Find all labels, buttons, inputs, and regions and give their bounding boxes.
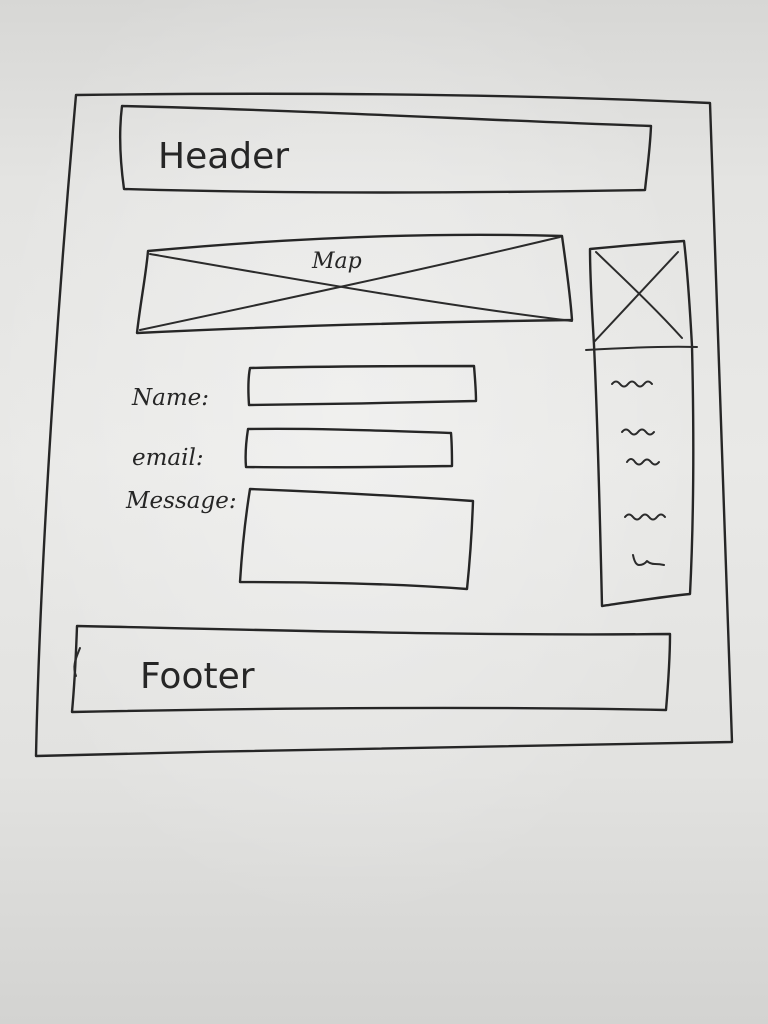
name-label: Name: xyxy=(131,385,209,411)
header-label: Header xyxy=(158,136,289,177)
message-label: Message: xyxy=(125,488,237,514)
header-box: Header xyxy=(119,104,653,194)
message-field[interactable] xyxy=(238,487,475,591)
email-label: email: xyxy=(132,445,204,471)
sidebar xyxy=(585,239,698,608)
footer-box: Footer xyxy=(70,624,672,714)
sidebar-text-lines xyxy=(611,380,666,566)
map-placeholder: Map xyxy=(135,233,574,335)
footer-label: Footer xyxy=(140,656,255,697)
contact-form: Name: email: Message: xyxy=(125,364,478,591)
page-frame xyxy=(34,92,734,758)
email-field[interactable] xyxy=(244,427,454,469)
map-label: Map xyxy=(311,249,362,274)
name-field[interactable] xyxy=(247,364,478,407)
sidebar-image-placeholder xyxy=(593,251,683,343)
sidebar-divider xyxy=(585,345,698,351)
